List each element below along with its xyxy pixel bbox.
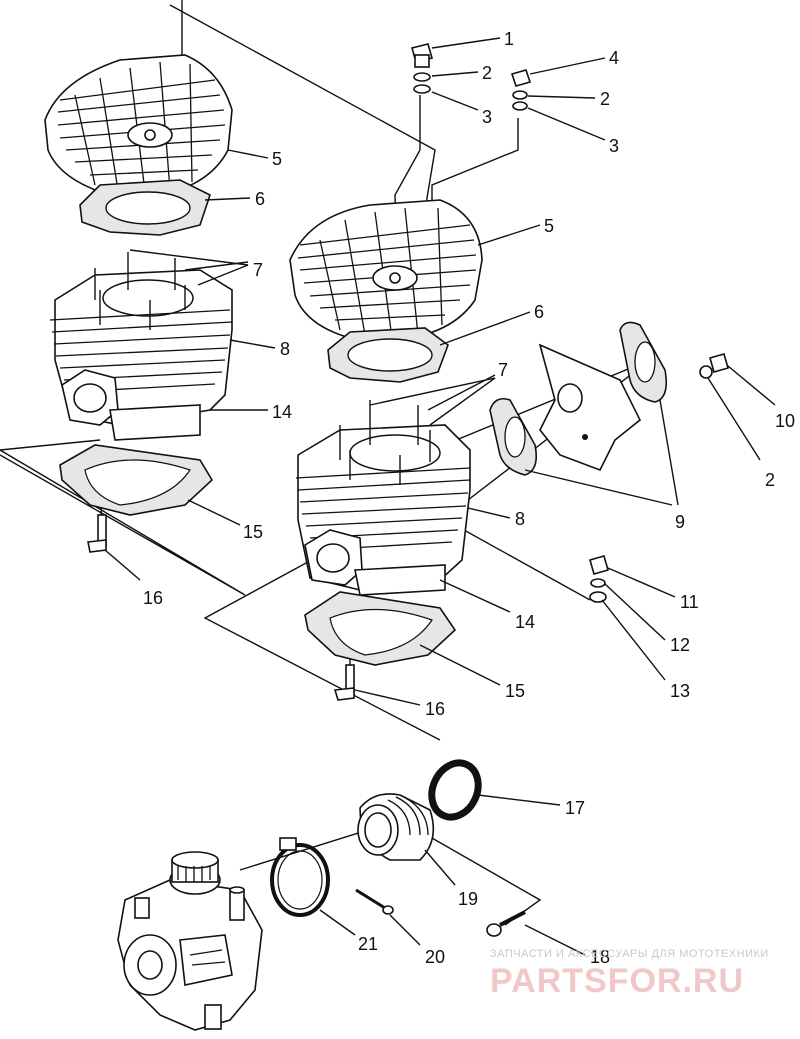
intake-boot bbox=[357, 793, 435, 861]
callout-16: 16 bbox=[143, 588, 163, 608]
callout-8: 8 bbox=[280, 339, 290, 359]
head-gasket-right bbox=[327, 327, 449, 383]
callout-8: 8 bbox=[515, 509, 525, 529]
callout-4: 4 bbox=[609, 48, 619, 68]
callout-2: 2 bbox=[765, 470, 775, 490]
callout-10: 10 bbox=[775, 411, 795, 431]
carburetor bbox=[117, 851, 263, 1031]
callout-16: 16 bbox=[425, 699, 445, 719]
callout-2: 2 bbox=[482, 63, 492, 83]
callout-2: 2 bbox=[600, 89, 610, 109]
fitting-left bbox=[87, 514, 107, 553]
base-gasket-right bbox=[304, 591, 457, 666]
callout-21: 21 bbox=[358, 934, 378, 954]
callout-5: 5 bbox=[272, 149, 282, 169]
bolt-18 bbox=[486, 910, 526, 937]
hardware-10-2 bbox=[699, 353, 729, 379]
exhaust-bracket bbox=[538, 343, 642, 472]
cylinder-left bbox=[49, 252, 233, 441]
callout-6: 6 bbox=[255, 189, 265, 209]
callout-15: 15 bbox=[243, 522, 263, 542]
callout-6: 6 bbox=[534, 302, 544, 322]
callout-17: 17 bbox=[565, 798, 585, 818]
callout-numbers: 1 2 3 4 2 3 5 6 5 7 6 8 7 14 10 2 15 8 9… bbox=[143, 29, 795, 967]
callout-3: 3 bbox=[609, 136, 619, 156]
callout-15: 15 bbox=[505, 681, 525, 701]
intake-clamp bbox=[270, 837, 330, 917]
hardware-4-2-3 bbox=[510, 69, 532, 111]
callout-14: 14 bbox=[515, 612, 535, 632]
hardware-11-12-13 bbox=[589, 555, 609, 603]
head-gasket-left bbox=[79, 179, 211, 236]
watermark-tagline: ЗАПЧАСТИ И АКСЕССУАРЫ ДЛЯ МОТОТЕХНИКИ bbox=[490, 948, 769, 960]
intake-o-ring bbox=[428, 759, 482, 821]
cylinder-head-right bbox=[289, 199, 483, 339]
callout-20: 20 bbox=[425, 947, 445, 967]
callout-18: 18 bbox=[590, 947, 610, 967]
screw-20 bbox=[355, 888, 394, 915]
callout-1: 1 bbox=[504, 29, 514, 49]
cylinder-head-left bbox=[44, 54, 233, 196]
watermark: ЗАПЧАСТИ И АКСЕССУАРЫ ДЛЯ МОТОТЕХНИКИ PA… bbox=[490, 948, 769, 1000]
watermark-brand: PARTSFOR.RU bbox=[490, 962, 744, 1000]
callout-9: 9 bbox=[675, 512, 685, 532]
callout-12: 12 bbox=[670, 635, 690, 655]
callout-3: 3 bbox=[482, 107, 492, 127]
callout-14: 14 bbox=[272, 402, 292, 422]
callout-7: 7 bbox=[253, 260, 263, 280]
cylinder-right bbox=[295, 400, 471, 596]
hardware-1-2-3 bbox=[411, 43, 433, 94]
exhaust-gasket-1 bbox=[489, 397, 538, 476]
callout-7: 7 bbox=[498, 360, 508, 380]
fitting-right bbox=[333, 664, 355, 701]
callout-5: 5 bbox=[544, 216, 554, 236]
callout-leaders bbox=[104, 37, 776, 956]
callout-11: 11 bbox=[680, 592, 699, 612]
exhaust-gasket-2 bbox=[619, 321, 668, 403]
base-gasket-left bbox=[59, 444, 214, 516]
callout-13: 13 bbox=[670, 681, 690, 701]
callout-19: 19 bbox=[458, 889, 478, 909]
